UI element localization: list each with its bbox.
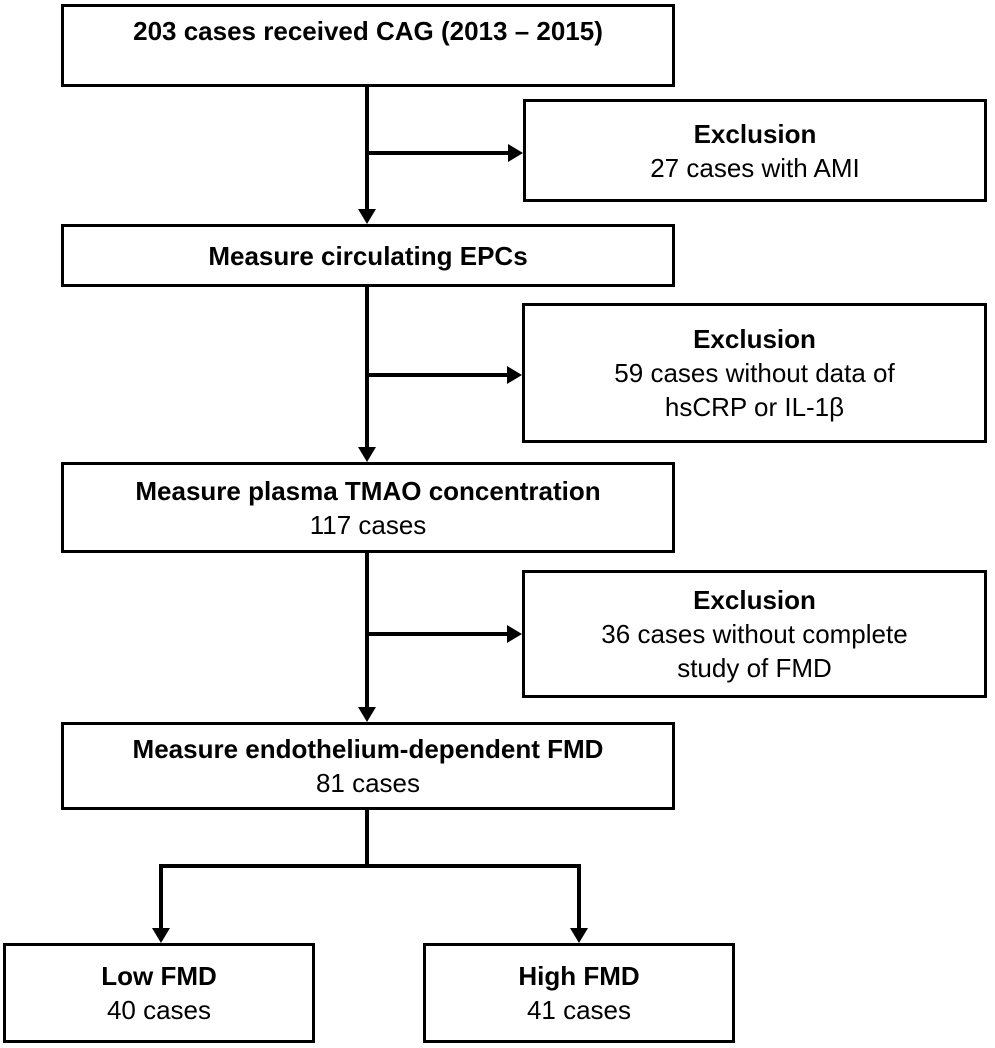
box-epc-title: Measure circulating EPCs (208, 240, 528, 271)
branch-exclusion-inflammation-arrowhead-icon (507, 366, 522, 384)
branch-exclusion-ami-line (367, 151, 508, 155)
branch-exclusion-fmd-line (367, 632, 507, 636)
split-stem-line (365, 810, 369, 868)
branch-exclusion-ami-arrowhead-icon (508, 144, 523, 162)
box-exclusion-ami-line: 27 cases with AMI (650, 152, 860, 183)
box-exclusion-inflammation: Exclusion 59 cases without data of hsCRP… (522, 303, 987, 443)
box-tmao: Measure plasma TMAO concentration 117 ca… (61, 462, 675, 553)
connector-epc-tmao-arrowhead-icon (358, 447, 376, 462)
split-right-line (577, 864, 581, 930)
box-enrollment: 203 cases received CAG (2013 – 2015) (61, 4, 675, 87)
box-low-fmd-title: Low FMD (101, 961, 217, 991)
box-high-fmd: High FMD 41 cases (423, 943, 735, 1043)
box-exclusion-fmd-line2: study of FMD (677, 653, 832, 683)
box-high-fmd-count: 41 cases (526, 995, 632, 1025)
box-exclusion-fmd-line1: 36 cases without complete (601, 619, 908, 649)
box-low-fmd: Low FMD 40 cases (3, 943, 315, 1043)
split-right-arrowhead-icon (570, 928, 588, 943)
box-fmd: Measure endothelium-dependent FMD 81 cas… (61, 722, 675, 810)
box-exclusion-inflammation-line1: 59 cases without data of (614, 358, 895, 388)
connector-tmao-fmd-arrowhead-icon (358, 707, 376, 722)
box-exclusion-ami: Exclusion 27 cases with AMI (523, 99, 987, 202)
connector-epc-tmao-line (365, 287, 369, 449)
split-horizontal-line (159, 864, 581, 868)
box-enrollment-title: 203 cases received CAG (2013 – 2015) (133, 16, 603, 46)
branch-exclusion-fmd-arrowhead-icon (507, 625, 522, 643)
box-tmao-title: Measure plasma TMAO concentration (135, 475, 601, 506)
box-fmd-count: 81 cases (315, 768, 421, 798)
box-exclusion-inflammation-title: Exclusion (693, 324, 816, 354)
split-left-line (159, 864, 163, 930)
box-exclusion-ami-title: Exclusion (693, 118, 817, 149)
box-tmao-count: 117 cases (309, 509, 427, 540)
connector-tmao-fmd-line (365, 553, 369, 709)
box-exclusion-fmd: Exclusion 36 cases without complete stud… (522, 570, 987, 698)
split-left-arrowhead-icon (152, 928, 170, 943)
connector-enrollment-epc-line (365, 87, 369, 211)
connector-enrollment-epc-arrowhead-icon (358, 209, 376, 224)
box-epc: Measure circulating EPCs (61, 224, 675, 287)
box-high-fmd-title: High FMD (518, 961, 640, 991)
box-exclusion-fmd-title: Exclusion (693, 585, 816, 615)
box-fmd-title: Measure endothelium-dependent FMD (132, 734, 604, 764)
box-low-fmd-count: 40 cases (106, 995, 212, 1025)
box-exclusion-inflammation-line2: hsCRP or IL-1β (664, 392, 845, 422)
branch-exclusion-inflammation-line (367, 373, 507, 377)
